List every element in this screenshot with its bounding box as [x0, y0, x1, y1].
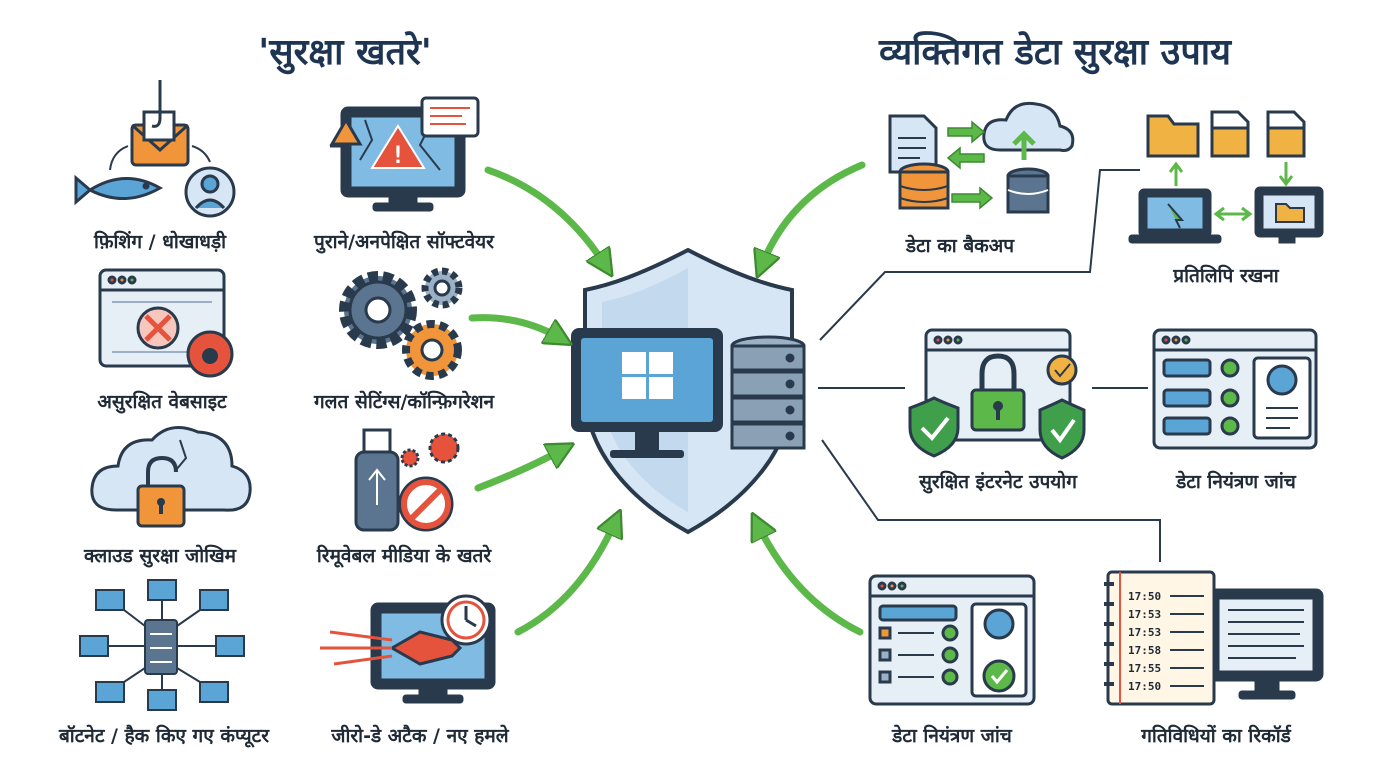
measure-label-copy-files: प्रतिलिपि रखना: [1173, 265, 1279, 287]
log-time-3: 17:53: [1128, 626, 1161, 639]
threat-arrows: [468, 161, 866, 636]
backup-icon: [888, 101, 1075, 214]
log-time-4: 17:58: [1128, 644, 1161, 657]
threat-label-outdated-software: पुराने/अनपेक्षित सॉफ्टवेयर: [314, 231, 494, 253]
central-monitor-icon: [571, 328, 723, 458]
log-time-6: 17:50: [1128, 680, 1161, 693]
outdated-software-icon: !: [329, 96, 480, 212]
safe-internet-icon: [908, 328, 1086, 460]
threat-label-unsafe-website: असुरक्षित वेबसाइट: [97, 391, 227, 413]
log-time-2: 17:53: [1128, 608, 1161, 621]
data-control-icon-right: [1152, 328, 1318, 450]
svg-text:!: !: [391, 141, 405, 169]
measure-label-activity-log: गतिविधियों का रिकॉर्ड: [1141, 725, 1291, 747]
threat-label-phishing: फ़िशिंग / धोखाधड़ी: [93, 231, 227, 253]
threat-label-removable-media: रिमूवेबल मीडिया के खतरे: [316, 545, 492, 567]
arrow-misconfiguration: [468, 314, 560, 338]
measure-label-data-control-right: डेटा नियंत्रण जांच: [1176, 471, 1296, 493]
copy-files-icon: [1128, 110, 1324, 244]
threat-label-cloud-risk: क्लाउड सुरक्षा जोखिम: [84, 545, 236, 567]
central-server-icon: [730, 335, 806, 450]
unsafe-website-icon: [98, 268, 234, 378]
arrow-data-control: [758, 525, 864, 636]
arrow-outdated-software: [484, 166, 605, 265]
arrow-backup: [762, 161, 866, 265]
measure-label-data-control-bottom: डेटा नियंत्रण जांच: [892, 725, 1012, 747]
left-heading: 'सुरक्षा खतरे': [258, 32, 432, 73]
log-time-1: 17:50: [1128, 590, 1161, 603]
cloud-risk-icon: [90, 426, 252, 528]
measure-label-safe-internet: सुरक्षित इंटरनेट उपयोग: [919, 471, 1077, 493]
activity-log-icon: [1104, 570, 1324, 706]
arrow-zero-day: [514, 522, 615, 636]
activity-log-times: 17:50 17:53 17:53 17:58 17:55 17:50: [1128, 590, 1161, 693]
threat-label-misconfiguration: गलत सेटिंग्स/कॉन्फ़िगरेशन: [313, 391, 495, 413]
threat-label-botnet: बॉटनेट / हैक किए गए कंप्यूटर: [58, 725, 270, 747]
removable-media-icon: [354, 428, 460, 532]
threat-label-zero-day: जीरो-डे अटैक / नए हमले: [331, 725, 509, 747]
measure-label-backup: डेटा का बैकअप: [905, 235, 1015, 257]
botnet-icon: [79, 579, 245, 711]
misconfiguration-icon: [339, 267, 463, 380]
data-control-icon-bottom: [868, 574, 1036, 706]
zero-day-icon: [320, 594, 496, 704]
phishing-icon: [74, 80, 236, 218]
measure-connectors: [818, 169, 1161, 562]
log-time-5: 17:55: [1128, 662, 1161, 675]
arrow-removable-media: [474, 450, 562, 492]
backup-arrows-icon: [946, 120, 994, 210]
right-heading: व्यक्तिगत डेटा सुरक्षा उपाय: [878, 32, 1232, 73]
